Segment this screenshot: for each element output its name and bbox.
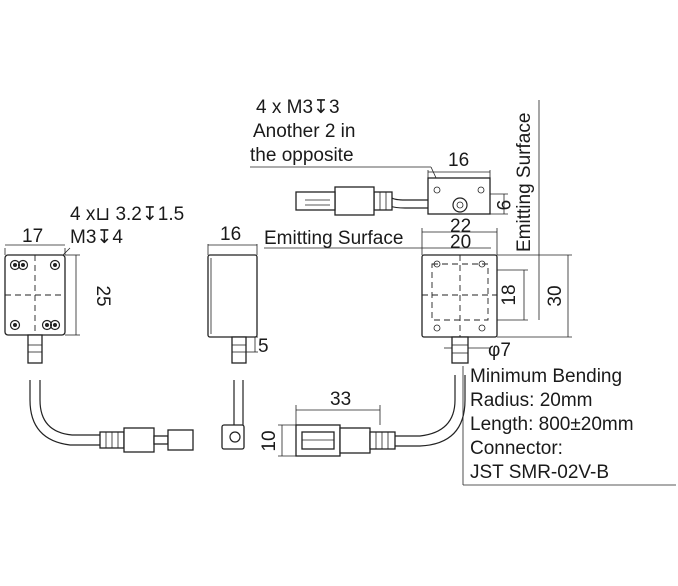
spec-notes: Minimum Bending Radius: 20mm Length: 800… <box>462 366 676 486</box>
spec-line-4: Connector: <box>470 438 563 459</box>
connector-height-dim: 10 <box>259 430 280 451</box>
top-note-2: Another 2 in <box>253 121 355 142</box>
connector-view: 33 10 <box>259 389 396 457</box>
spec-line-1: Minimum Bending <box>470 366 622 387</box>
top-note-3: the opposite <box>250 145 354 166</box>
cable-dia-dim: φ7 <box>488 340 511 361</box>
left-hole-note-2: M3↧4 <box>70 227 123 248</box>
vertical-emitting-surface-label: Emitting Surface <box>514 113 535 252</box>
side-width-dim: 16 <box>220 224 241 245</box>
emitting-surface-label: Emitting Surface <box>264 228 403 249</box>
spec-line-2: Radius: 20mm <box>470 390 593 411</box>
left-height-dim: 25 <box>92 285 113 306</box>
left-hole-note-1: 4 x⊔ 3.2↧1.5 <box>70 204 184 225</box>
top-height-dim: 9 <box>492 200 513 211</box>
outer-height-dim: 30 <box>545 285 566 306</box>
top-width-dim: 16 <box>448 150 469 171</box>
left-width-dim: 17 <box>22 226 43 247</box>
inner-width-dim: 20 <box>450 232 471 253</box>
outer-width-dim: 22 <box>450 216 471 237</box>
right-view: Emitting Surface Emitting Surface 22 20 … <box>264 100 572 447</box>
spec-line-3: Length: 800±20mm <box>470 414 634 435</box>
inner-height-dim: 18 <box>499 284 520 305</box>
spec-line-5: JST SMR-02V-B <box>470 462 609 483</box>
top-note-1: 4 x M3↧3 <box>256 97 340 118</box>
connector-length-dim: 33 <box>330 389 351 410</box>
side-view: 16 5 <box>207 224 269 450</box>
top-view: 4 x M3↧3 Another 2 in the opposite 16 9 <box>250 97 513 216</box>
left-view: 17 4 x⊔ 3.2↧1.5 M3↧4 25 <box>4 204 194 453</box>
side-offset-dim: 5 <box>258 336 269 357</box>
